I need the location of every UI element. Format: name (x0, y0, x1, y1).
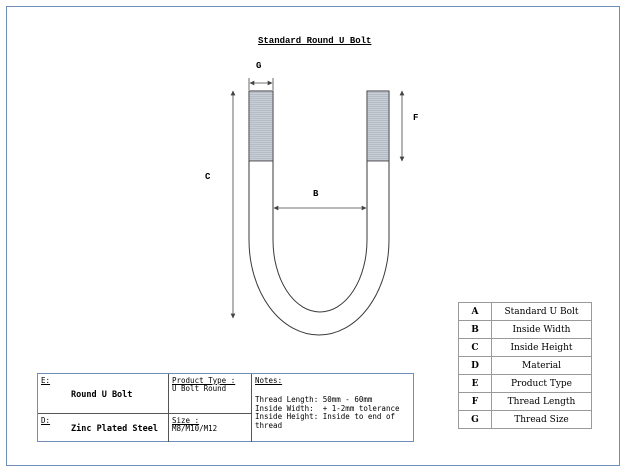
legend-value: Standard U Bolt (491, 302, 592, 321)
title-block: E: Round U Bolt Product Type : U Bolt Ro… (37, 373, 414, 442)
legend-key: G (458, 410, 492, 429)
dim-b-label: B (313, 189, 319, 199)
legend-value: Thread Size (491, 410, 592, 429)
size-value: M8/M10/M12 (172, 424, 218, 433)
e-label: E: (41, 376, 51, 385)
product-type-value: U Bolt Round (172, 384, 227, 393)
material-cell: D: Zinc Plated Steel (38, 414, 169, 442)
legend-value: Inside Width (491, 320, 592, 339)
notes-label: Notes: (255, 376, 283, 385)
legend-key: E (458, 374, 492, 393)
legend-key: A (458, 302, 492, 321)
product-name-cell: E: Round U Bolt (38, 374, 169, 414)
legend-value: Thread Length (491, 392, 592, 411)
drawing-frame (6, 6, 620, 466)
legend-value: Material (491, 356, 592, 375)
legend-value: Product Type (491, 374, 592, 393)
size-cell: Size : M8/M10/M12 (169, 414, 252, 442)
notes-text: Thread Length: 50mm - 60mm Inside Width:… (255, 395, 400, 430)
notes-line: thread (255, 420, 283, 430)
product-type-cell: Product Type : U Bolt Round (169, 374, 252, 414)
product-type-label: Product Type : (172, 376, 236, 385)
dim-f-label: F (413, 113, 419, 123)
left-thread (248, 90, 274, 162)
legend-key: C (458, 338, 492, 357)
product-name: Round U Bolt (71, 390, 133, 400)
legend-key: F (458, 392, 492, 411)
dim-g-label: G (256, 61, 262, 71)
notes-line: Inside Width: + 1-2mm tolerance (255, 403, 400, 413)
legend-key: B (458, 320, 492, 339)
legend-key: D (458, 356, 492, 375)
notes-line: Thread Length: 50mm - 60mm (255, 395, 373, 404)
right-thread (366, 90, 390, 162)
size-label: Size : (172, 416, 200, 425)
drawing-title: Standard Round U Bolt (258, 36, 372, 46)
dim-c-label: C (205, 172, 211, 182)
legend-value: Inside Height (491, 338, 592, 357)
notes-line: Inside Height: Inside to end of (255, 412, 395, 421)
notes-cell: Notes: Thread Length: 50mm - 60mm Inside… (252, 374, 413, 442)
d-label: D: (41, 416, 51, 425)
material-value: Zinc Plated Steel (71, 424, 158, 434)
